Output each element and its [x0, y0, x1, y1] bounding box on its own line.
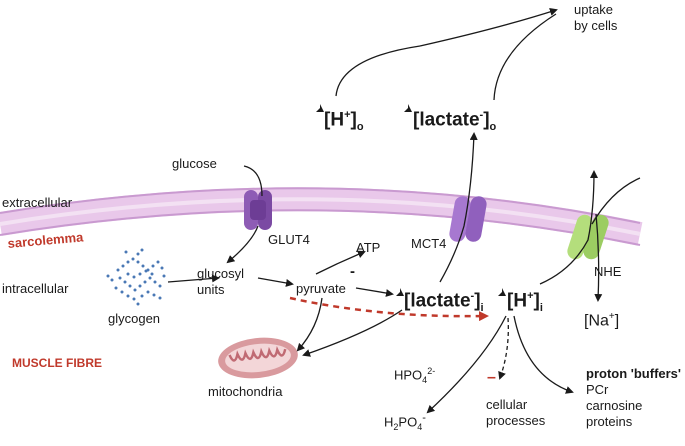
- label-glucosyl-line2: units: [197, 282, 225, 297]
- label-lactate-out: [lactate-]o: [413, 109, 497, 134]
- arrow-pyruvate-to-lactate: [355, 287, 394, 297]
- nhe-transporter: [567, 214, 609, 260]
- label-glucose: glucose: [172, 156, 217, 171]
- arrows: [167, 8, 641, 414]
- label-buffer-pcr: PCr: [586, 382, 609, 397]
- label-uptake: uptake by cells: [574, 2, 617, 34]
- arrow-glucosyl-to-pyruvate: [257, 277, 294, 287]
- label-cellular-processes: cellular processes: [486, 397, 545, 429]
- label-nhe: NHE: [594, 264, 622, 279]
- arrow-pyruvate-to-mito: [296, 297, 323, 352]
- arrow-lactate-efflux: [439, 132, 478, 283]
- label-uptake-line1: uptake: [574, 2, 614, 17]
- arrow-to-atp: [315, 250, 366, 275]
- label-cellular-line1: cellular: [486, 397, 528, 412]
- arrow-to-h2po4: [426, 315, 507, 414]
- curve-lactate-uptake: [493, 13, 557, 101]
- arrow-lactate-to-mito: [302, 309, 403, 357]
- label-buffer-proteins: proteins: [586, 414, 633, 429]
- label-lactate-in: [lactate-]i: [404, 290, 484, 315]
- up-arrow-lactate-in: [396, 288, 404, 304]
- label-glycogen: glycogen: [108, 311, 161, 326]
- label-hpo4: HPO42-: [394, 366, 436, 385]
- arrow-glycogen-to-glucosyl: [167, 274, 220, 283]
- label-mct4: MCT4: [411, 236, 447, 251]
- arrow-h-efflux: [539, 170, 598, 285]
- label-na: [Na+]: [584, 311, 620, 330]
- arrow-uptake: [419, 8, 558, 47]
- up-arrow-h-out: [316, 104, 324, 122]
- mct4-transporter: [449, 196, 487, 242]
- label-glucosyl-units: glucosyl units: [197, 266, 244, 298]
- label-minus-sign: –: [487, 369, 496, 386]
- label-pyruvate-sign: -: [350, 263, 355, 280]
- label-h-out: [H+]o: [324, 109, 364, 134]
- mitochondria-icon: [218, 337, 298, 379]
- arrow-to-buffers: [513, 315, 574, 394]
- label-extracellular: extracellular: [2, 195, 73, 210]
- up-arrows: [316, 104, 506, 304]
- label-uptake-line2: by cells: [574, 18, 618, 33]
- sarcolemma-membrane: [0, 187, 643, 246]
- label-muscle-fibre: MUSCLE FIBRE: [12, 356, 102, 370]
- arrow-glut4-to-glucosyl: [226, 225, 259, 264]
- label-mitochondria: mitochondria: [208, 384, 283, 399]
- label-proton-buffers: proton 'buffers' PCr carnosine proteins: [586, 366, 681, 430]
- label-proton-buffers-title: proton 'buffers': [586, 366, 682, 381]
- arrow-na-in: [594, 213, 603, 302]
- arrow-to-cellular-processes: [498, 317, 509, 380]
- red-dashed-arrow: [289, 296, 489, 322]
- label-cellular-line2: processes: [486, 413, 546, 428]
- label-h-in: [H+]i: [507, 290, 543, 315]
- up-arrow-h-in: [498, 288, 506, 304]
- label-intracellular: intracellular: [2, 281, 69, 296]
- glycogen-icon: [106, 248, 166, 306]
- curve-h-uptake: [335, 45, 421, 97]
- up-arrow-lactate-out: [404, 104, 412, 122]
- label-buffer-carnosine: carnosine: [586, 398, 643, 413]
- label-glucosyl-line1: glucosyl: [197, 266, 244, 281]
- label-h2po4: H2PO4-: [384, 412, 426, 432]
- label-glut4: GLUT4: [268, 232, 310, 247]
- arrow-glucose-in: [243, 165, 263, 197]
- label-pyruvate: pyruvate: [296, 281, 346, 296]
- label-atp: ATP: [356, 240, 381, 255]
- glut4-transporter: [244, 190, 272, 230]
